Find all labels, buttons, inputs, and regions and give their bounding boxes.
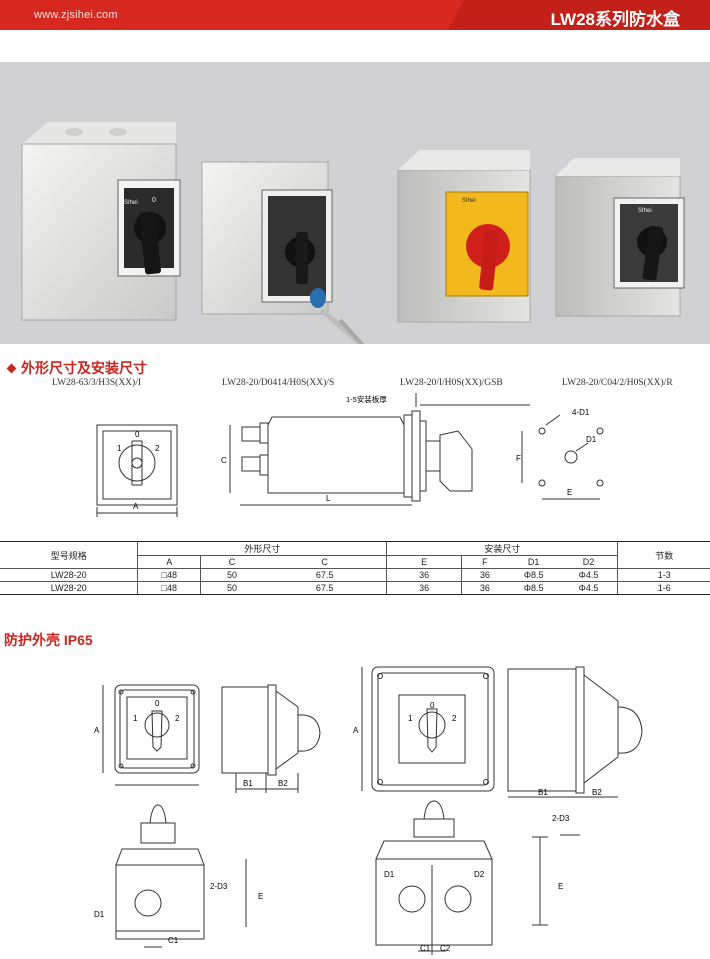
svg-text:SIhei: SIhei <box>638 208 652 214</box>
page-title: LW28系列防水盒 <box>550 10 680 29</box>
holes-dim-4d1: 4-D1 <box>572 408 590 417</box>
svg-text:B1: B1 <box>243 779 253 788</box>
small-enclosure-bottom <box>115 804 247 948</box>
svg-text:A: A <box>353 726 359 735</box>
header-bar: www.zjsihei.com LW28系列防水盒 <box>0 0 710 30</box>
svg-text:D1: D1 <box>384 870 395 879</box>
product-illustrations: 0 SIhei SIhei <box>21 122 685 364</box>
svg-text:D1: D1 <box>94 910 105 919</box>
svg-text:2-D3: 2-D3 <box>210 882 228 891</box>
product-3-image: SIhei <box>397 150 531 323</box>
table-row: LW28-20 □48 50 67.5 36 36 Φ8.5 Φ4.5 1-3 <box>0 568 710 582</box>
product-3-caption: LW28-20/I/H0S(XX)/GSB <box>400 378 503 388</box>
svg-text:0: 0 <box>152 197 156 204</box>
large-enclosure-side <box>507 666 643 798</box>
holes-dim-f: F <box>516 454 521 463</box>
table-subheader-row: A C C E F D1 D2 <box>0 555 710 569</box>
diamond-bullet-icon <box>6 363 17 374</box>
sub-d1: D1 <box>507 555 560 569</box>
mounting-side-bottom <box>532 834 580 926</box>
product-1-image: 0 SIhei <box>21 122 181 321</box>
sub-d2: D2 <box>559 555 619 569</box>
svg-text:1: 1 <box>133 714 138 723</box>
svg-text:E: E <box>258 892 263 901</box>
header-title-tab <box>448 0 710 30</box>
website-url[interactable]: www.zjsihei.com <box>34 9 118 21</box>
svg-text:B2: B2 <box>592 788 602 797</box>
svg-text:C1: C1 <box>168 936 179 945</box>
svg-text:B2: B2 <box>278 779 288 788</box>
front-pos-2: 2 <box>155 444 160 453</box>
mounting-holes-drawing <box>521 414 604 500</box>
svg-text:2-D3: 2-D3 <box>552 814 570 823</box>
front-pos-0: 0 <box>135 430 140 439</box>
holes-dim-e: E <box>567 488 572 497</box>
front-view-drawing <box>96 424 178 517</box>
svg-text:SIhei: SIhei <box>462 198 476 204</box>
sub-e: E <box>386 555 462 569</box>
large-enclosure-bottom <box>375 800 493 955</box>
section-title-dimensions: 外形尺寸及安装尺寸 <box>6 358 147 378</box>
large-enclosure-front <box>361 666 495 792</box>
svg-text:SIhei: SIhei <box>124 200 138 206</box>
side-dim-plate: 1-5安装板厚 <box>346 394 387 404</box>
product-2-caption: LW28-20/D0414/H0S(XX)/S <box>222 378 335 388</box>
table-header-row: 型号规格 外形尺寸 安装尺寸 节数 <box>0 541 710 569</box>
header-sections: 节数 <box>617 541 710 569</box>
svg-text:0: 0 <box>430 701 435 710</box>
section-title-ip65: 防护外壳 IP65 <box>4 632 93 648</box>
svg-text:0: 0 <box>155 699 160 708</box>
small-enclosure-side <box>221 684 321 793</box>
side-dim-c: C <box>221 456 227 465</box>
small-enclosure-front <box>102 684 200 786</box>
sub-c1: C <box>200 555 263 569</box>
side-dim-l: L <box>326 494 331 503</box>
header-mount: 安装尺寸 <box>386 541 619 556</box>
product-1-caption: LW28-63/3/H3S(XX)/I <box>52 378 142 388</box>
svg-text:2: 2 <box>175 714 180 723</box>
svg-text:D2: D2 <box>474 870 485 879</box>
svg-text:C1: C1 <box>420 944 431 953</box>
sub-a: A <box>137 555 202 569</box>
front-dim-a: A <box>133 502 139 511</box>
holes-dim-d1: D1 <box>586 435 597 444</box>
enclosure-drawings: A 1 0 2 B1 B2 A 1 0 2 B1 B2 <box>94 666 643 955</box>
svg-text:2: 2 <box>452 714 457 723</box>
svg-text:A: A <box>94 726 100 735</box>
product-photo-strip: 0 SIhei SIhei <box>0 62 710 388</box>
front-pos-1: 1 <box>117 444 122 453</box>
header-outline: 外形尺寸 <box>137 541 388 556</box>
product-4-caption: LW28-20/C04/2/H0S(XX)/R <box>562 378 673 388</box>
product-2-image <box>201 161 380 364</box>
svg-text:C2: C2 <box>440 944 451 953</box>
table-row: LW28-20 □48 50 67.5 36 36 Φ8.5 Φ4.5 1-6 <box>0 581 710 595</box>
side-view-drawing <box>229 393 530 506</box>
sub-c2: C <box>262 555 388 569</box>
sub-f: F <box>461 555 508 569</box>
svg-text:E: E <box>558 882 563 891</box>
header-model: 型号规格 <box>0 541 139 569</box>
svg-text:1: 1 <box>408 714 413 723</box>
dimension-drawings: 0 1 2 A 1-5安装板厚 C L 4-D1 D1 F E <box>96 393 604 517</box>
svg-text:B1: B1 <box>538 788 548 797</box>
spec-table: 型号规格 外形尺寸 安装尺寸 节数 A C C E F D1 D2 LW28-2… <box>0 541 710 595</box>
product-4-image: SIhei <box>555 158 685 317</box>
